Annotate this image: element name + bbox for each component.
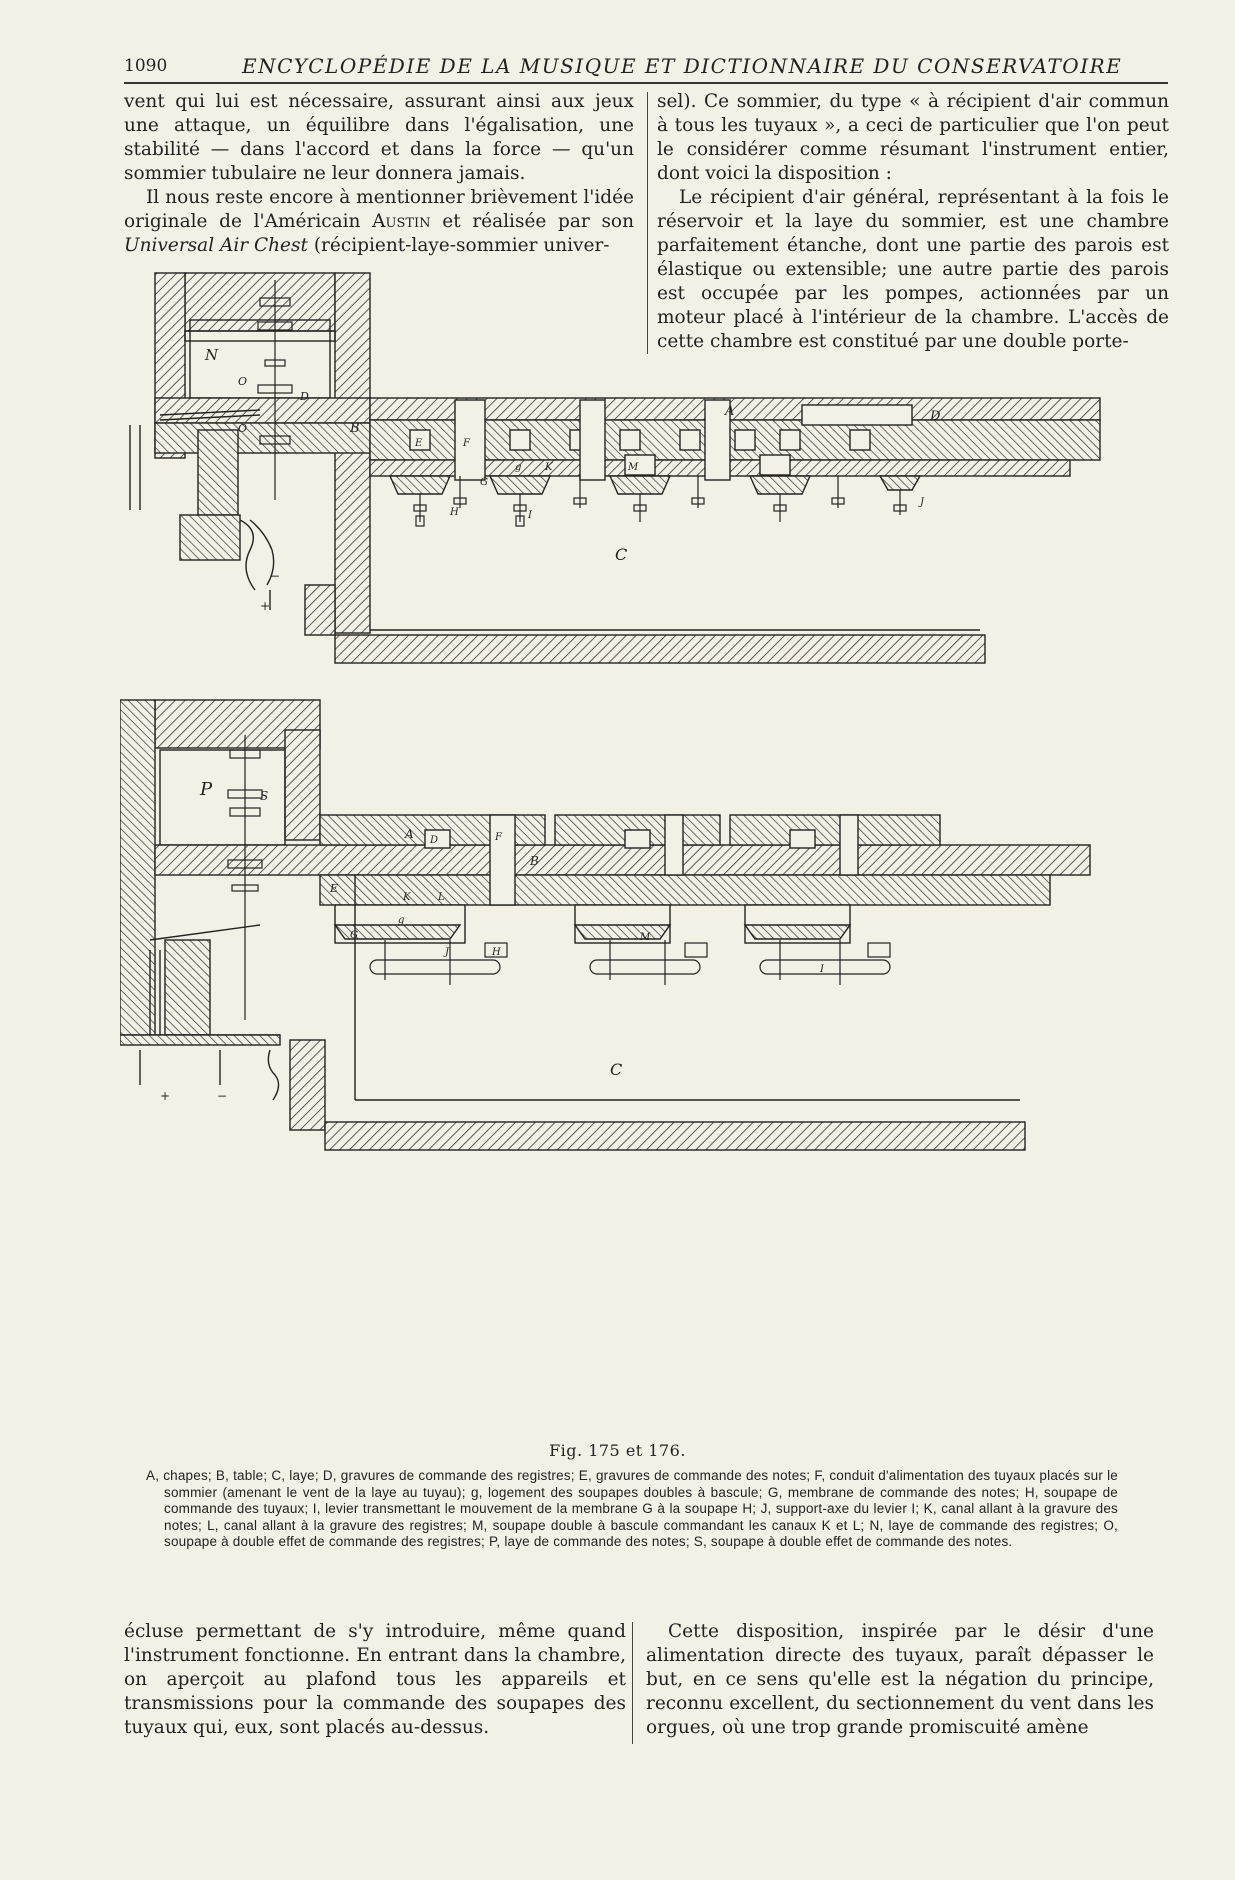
figure-caption-title: Fig. 175 et 176. xyxy=(549,1441,686,1460)
label-K: K xyxy=(544,462,553,473)
label-G: G xyxy=(350,930,358,941)
label-O: O xyxy=(238,375,247,388)
paragraph: sel). Ce sommier, du type « à récipient … xyxy=(657,91,1169,184)
label-J: J xyxy=(918,497,925,508)
label-J: J xyxy=(443,947,450,958)
label-minus: − xyxy=(217,1089,227,1103)
label-g: g xyxy=(515,462,521,473)
running-title: ENCYCLOPÉDIE DE LA MUSIQUE ET DICTIONNAI… xyxy=(242,54,1123,78)
author-name: Austin xyxy=(372,211,431,232)
label-B: B xyxy=(529,854,539,868)
label-P: P xyxy=(199,779,213,800)
label-M: M xyxy=(627,462,639,473)
label-H: H xyxy=(449,507,459,518)
label-E: E xyxy=(414,438,423,449)
legend-text: A, chapes; B, table; C, laye; D, gravure… xyxy=(146,1468,1118,1549)
label-M: M xyxy=(639,932,651,943)
label-C: C xyxy=(615,545,627,564)
bottom-right-column: Cette disposition, inspirée par le désir… xyxy=(646,1620,1154,1740)
label-H: H xyxy=(491,947,501,958)
label-minus: − xyxy=(270,569,280,583)
label-plus: + xyxy=(160,1089,170,1103)
paragraph: écluse permettant de s'y introduire, mêm… xyxy=(124,1621,626,1738)
label-C: C xyxy=(610,1060,622,1079)
label-O: O xyxy=(238,422,247,435)
figure-175-176: N O O A B D D E F K M G g H I J C + − xyxy=(120,260,1130,1430)
label-F: F xyxy=(494,832,503,843)
label-B: B xyxy=(349,421,360,436)
text-run: et réalisée par son xyxy=(430,211,634,232)
label-G: G xyxy=(480,477,488,488)
figure-legend: A, chapes; B, table; C, laye; D, gravure… xyxy=(146,1468,1118,1551)
organ-chest-diagram: N O O A B D D E F K M G g H I J C + − xyxy=(120,272,1101,1151)
label-A: A xyxy=(724,404,734,419)
label-L: L xyxy=(437,892,445,903)
label-S: S xyxy=(260,789,268,803)
label-D: D xyxy=(929,409,941,424)
paragraph: vent qui lui est nécessaire, assurant ai… xyxy=(124,91,634,184)
figure-176: P S A D F B E K L M g G J H I C + − xyxy=(120,699,1091,1151)
label-I: I xyxy=(527,510,533,521)
figure-175: N O O A B D D E F K M G g H I J C + − xyxy=(129,272,1101,664)
label-N: N xyxy=(204,346,219,364)
label-K: K xyxy=(402,892,411,903)
label-F: F xyxy=(462,438,471,449)
label-plus: + xyxy=(260,599,270,613)
label-D: D xyxy=(299,390,309,403)
page-header: 1090 ENCYCLOPÉDIE DE LA MUSIQUE ET DICTI… xyxy=(124,52,1168,84)
text-run: Il nous reste encore à mentionner briève… xyxy=(124,187,634,232)
top-left-column: vent qui lui est nécessaire, assurant ai… xyxy=(124,90,634,258)
bottom-left-column: écluse permettant de s'y introduire, mêm… xyxy=(124,1620,626,1740)
column-rule xyxy=(647,92,648,354)
paragraph: Le récipient d'air général, représentant… xyxy=(657,187,1169,352)
paragraph: Il nous reste encore à mentionner briève… xyxy=(124,186,634,258)
label-E: E xyxy=(329,882,338,895)
label-D: D xyxy=(429,835,438,846)
top-right-column: sel). Ce sommier, du type « à récipient … xyxy=(657,90,1169,354)
paragraph: Cette disposition, inspirée par le désir… xyxy=(646,1621,1154,1738)
text-run: (récipient-laye-sommier univer- xyxy=(307,235,610,256)
work-title: Universal Air Chest xyxy=(124,235,308,256)
label-A: A xyxy=(404,827,414,841)
label-g: g xyxy=(398,915,404,926)
page-number: 1090 xyxy=(124,56,168,76)
column-rule xyxy=(632,1622,633,1744)
label-I: I xyxy=(819,964,825,975)
